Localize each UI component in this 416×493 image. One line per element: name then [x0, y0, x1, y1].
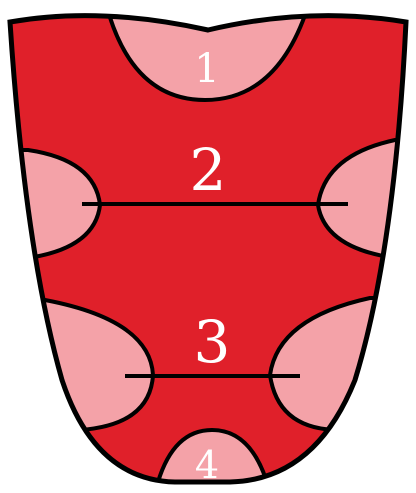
- zone-3-label: 3: [194, 308, 231, 376]
- zone-4-label: 4: [195, 443, 219, 487]
- zone-2-label: 2: [190, 136, 227, 204]
- zone-1-label: 1: [194, 46, 219, 92]
